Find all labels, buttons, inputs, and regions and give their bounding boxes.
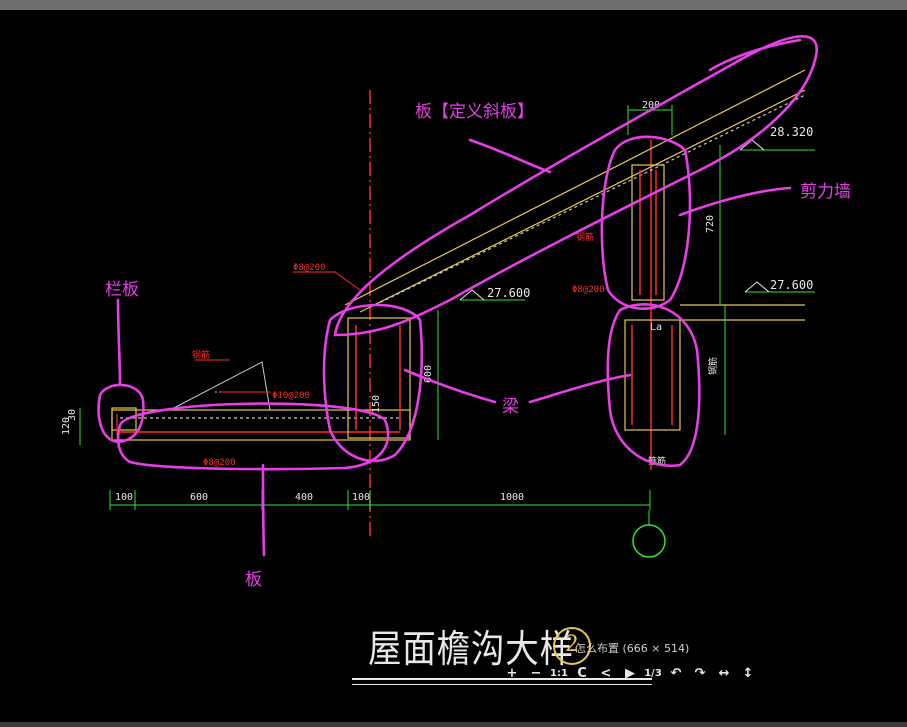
zoom-in-button[interactable]: + xyxy=(506,665,518,681)
dim-slab-150: 150 xyxy=(371,395,382,413)
rebar-label-3: Φ8@200 xyxy=(203,458,236,468)
label-parapet: 栏板 xyxy=(105,280,139,300)
rebar-label-4: Φ8@200 xyxy=(572,285,605,295)
elevation-mid-left: 27.600 xyxy=(487,286,530,300)
la-label: La xyxy=(650,322,662,333)
dim-bottom-1: 100 xyxy=(115,492,133,503)
dim-wall-width: 200 xyxy=(642,100,660,111)
rotate-reset-button[interactable]: C xyxy=(577,665,587,681)
grid-axis-circle xyxy=(632,524,666,558)
slope-tag: 钢筋 xyxy=(192,349,210,361)
image-viewer-toolbar: + − 1:1 C < ▶ 1/3 ↶ ↷ ↔ ↕ xyxy=(500,662,760,684)
dimension-lines xyxy=(79,105,815,510)
dim-wall-height: 720 xyxy=(705,215,716,233)
window-bottom-bar xyxy=(0,722,907,727)
wall-tag-1: 钢筋 xyxy=(576,231,594,243)
fit-height-button[interactable]: ↕ xyxy=(742,665,754,681)
dim-parapet-30: 30 xyxy=(67,409,78,421)
parapet-shape xyxy=(111,407,137,436)
shear-wall-shape xyxy=(631,164,665,301)
shear-wall-outline xyxy=(600,135,692,310)
window-top-bar xyxy=(0,0,907,10)
page-counter: 1/3 xyxy=(644,667,662,679)
cad-drawing: 100 600 400 100 1000 200 28.320 27.600 2… xyxy=(61,35,818,558)
viewer-caption: 怎么布置 (666 × 514) xyxy=(575,642,690,655)
label-shear-wall: 剪力墙 xyxy=(800,182,851,202)
elevation-top: 28.320 xyxy=(770,125,813,139)
annotation-strokes xyxy=(97,35,818,557)
elevation-mid-right: 27.600 xyxy=(770,278,813,292)
label-beam: 梁 xyxy=(502,397,519,417)
dim-bottom-3: 400 xyxy=(295,492,313,503)
rotate-right-button[interactable]: ↷ xyxy=(694,665,706,681)
beam-shape xyxy=(347,317,411,439)
right-slab xyxy=(680,304,805,321)
rotate-left-button[interactable]: ↶ xyxy=(670,665,682,681)
dim-beam-depth: 600 xyxy=(423,365,434,383)
dim-bottom-2: 600 xyxy=(190,492,208,503)
rebar-label-1: Φ8@200 xyxy=(293,263,326,273)
label-slab: 板 xyxy=(245,570,262,590)
title-underline-thin xyxy=(352,684,652,685)
parapet-outline xyxy=(97,383,145,444)
sloped-slab xyxy=(344,69,806,313)
lower-column-outline xyxy=(606,303,701,468)
gutter-slab xyxy=(111,409,411,441)
detail-number: 2 xyxy=(553,627,591,665)
previous-button[interactable]: < xyxy=(600,665,612,681)
dim-parapet-120: 120 xyxy=(61,417,72,435)
gutter-slab-outline xyxy=(116,402,390,471)
fit-width-button[interactable]: ↔ xyxy=(718,665,730,681)
lower-column-shape xyxy=(624,319,681,431)
zoom-out-button[interactable]: − xyxy=(530,665,542,681)
beam-tag-2: 钢筋 xyxy=(707,357,719,375)
label-slab-define-slope: 板【定义斜板】 xyxy=(415,102,534,122)
play-button[interactable]: ▶ xyxy=(625,665,635,681)
elevation-markers xyxy=(459,139,770,301)
title-underline xyxy=(352,678,652,680)
actual-size-button[interactable]: 1:1 xyxy=(550,667,568,679)
slope-slab-outline xyxy=(333,35,818,337)
drawing-title: 屋面檐沟大样 xyxy=(368,627,574,671)
dim-bottom-4: 100 xyxy=(352,492,370,503)
dim-bottom-5: 1000 xyxy=(500,492,524,503)
beam-outline xyxy=(322,303,424,463)
rebar-label-2: Φ10@200 xyxy=(272,391,310,401)
